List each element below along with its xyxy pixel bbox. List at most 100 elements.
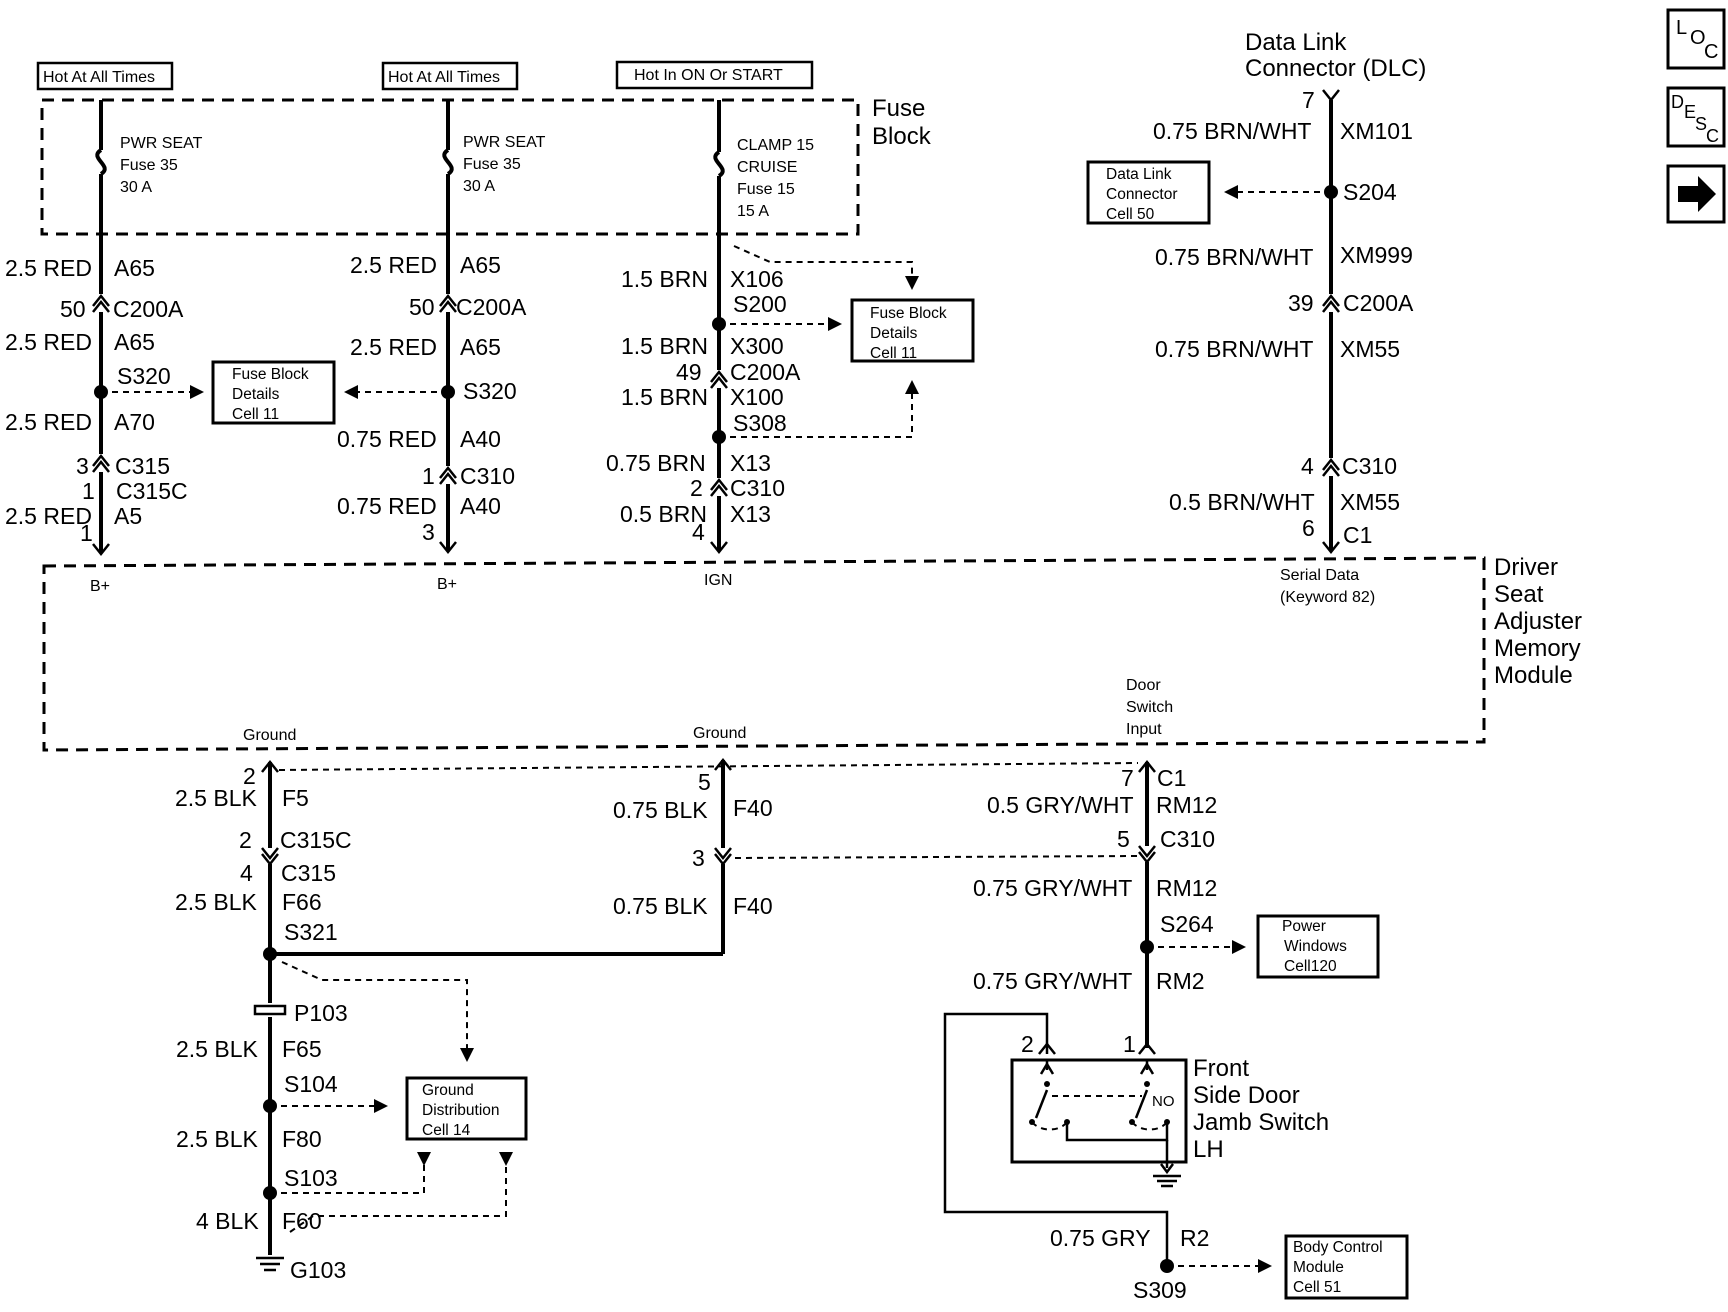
fuse-block-title: Block: [872, 123, 932, 150]
ref-body-control-module-cell51[interactable]: Body Control Module Cell 51: [1284, 1234, 1409, 1300]
circuit-column-2: [439, 100, 457, 555]
circuit-column-1: [92, 100, 110, 557]
svg-text:0.75 BLK: 0.75 BLK: [613, 797, 708, 823]
svg-text:Cell 50: Cell 50: [1106, 206, 1155, 223]
svg-text:Distribution: Distribution: [422, 1102, 500, 1119]
desc-button[interactable]: D E S C: [1666, 86, 1726, 148]
svg-text:2.5 RED: 2.5 RED: [350, 252, 437, 278]
col4-labels: 0.75 BRN/WHT XM101 S204 0.75 BRN/WHT XM9…: [1153, 118, 1414, 606]
svg-text:NO: NO: [1152, 1093, 1175, 1110]
svg-text:S: S: [1695, 114, 1707, 134]
svg-text:(Keyword 82): (Keyword 82): [1280, 589, 1375, 606]
svg-text:CRUISE: CRUISE: [737, 159, 797, 176]
svg-text:Cell 11: Cell 11: [232, 406, 279, 423]
ref-ground-distribution-cell14[interactable]: Ground Distribution Cell 14: [405, 1076, 528, 1141]
svg-text:4: 4: [240, 860, 253, 886]
col1-labels: 2.5 RED A65 50 C200A 2.5 RED A65 S320 2.…: [5, 255, 188, 595]
svg-text:2.5 RED: 2.5 RED: [5, 409, 92, 435]
svg-text:F80: F80: [282, 1126, 322, 1152]
svg-text:Fuse Block: Fuse Block: [232, 366, 309, 383]
svg-text:S200: S200: [733, 291, 787, 317]
fuse-15-label: CLAMP 15 CRUISE Fuse 15 15 A: [737, 137, 814, 220]
svg-text:A65: A65: [114, 255, 155, 281]
door-jamb-switch: NO: [1010, 1058, 1188, 1188]
ground-symbol: [1153, 1174, 1181, 1188]
svg-text:0.5 GRY/WHT: 0.5 GRY/WHT: [987, 792, 1134, 818]
svg-text:1: 1: [1123, 1031, 1136, 1057]
svg-text:C200A: C200A: [1343, 290, 1414, 316]
connector-symbol: [439, 293, 457, 313]
svg-text:S104: S104: [284, 1071, 338, 1097]
svg-text:X13: X13: [730, 501, 771, 527]
circuit-column-4: [1322, 89, 1340, 555]
fuse-block-outline: [40, 98, 860, 236]
svg-text:C200A: C200A: [113, 296, 184, 322]
svg-text:A70: A70: [114, 409, 155, 435]
svg-text:B+: B+: [90, 578, 110, 595]
svg-text:3: 3: [76, 453, 89, 479]
svg-text:PWR SEAT: PWR SEAT: [463, 134, 546, 151]
svg-text:X13: X13: [730, 450, 771, 476]
module-ground-label: Ground: [693, 725, 746, 742]
svg-text:0.75 RED: 0.75 RED: [337, 493, 437, 519]
svg-text:0.5 BRN/WHT: 0.5 BRN/WHT: [1169, 489, 1315, 515]
splice-dot: [1324, 185, 1338, 199]
svg-text:2: 2: [690, 475, 703, 501]
ground-circuit-2: [714, 757, 732, 954]
svg-text:2.5 BLK: 2.5 BLK: [175, 785, 257, 811]
svg-text:F66: F66: [282, 889, 322, 915]
ground1-labels: 2 2.5 BLK F5 2 C315C 4 C315 2.5 BLK F66 …: [175, 763, 352, 1283]
dlc-title: Data Link: [1245, 29, 1347, 56]
svg-text:Power: Power: [1282, 918, 1326, 935]
svg-text:2.5 RED: 2.5 RED: [350, 334, 437, 360]
svg-text:XM999: XM999: [1340, 242, 1413, 268]
loc-button[interactable]: L O C: [1666, 8, 1726, 70]
svg-text:39: 39: [1288, 290, 1314, 316]
svg-text:C310: C310: [1160, 826, 1215, 852]
ref-fuse-block-cell11-right[interactable]: Fuse Block Details Cell 11: [850, 298, 975, 363]
svg-text:LH: LH: [1193, 1136, 1224, 1163]
ref-dlc-cell50[interactable]: Data Link Connector Cell 50: [1086, 160, 1211, 225]
svg-text:C200A: C200A: [456, 294, 527, 320]
svg-text:Front: Front: [1193, 1055, 1249, 1082]
dlc-title: Connector (DLC): [1245, 55, 1426, 82]
svg-text:O: O: [1690, 27, 1706, 49]
svg-text:C1: C1: [1343, 522, 1372, 548]
svg-text:4 BLK: 4 BLK: [196, 1208, 259, 1234]
svg-text:C: C: [1704, 41, 1718, 63]
svg-text:Cell120: Cell120: [1284, 958, 1337, 975]
connector-symbol: [1138, 845, 1156, 865]
power-source-hot-ign: Hot In ON Or START: [615, 60, 814, 90]
svg-text:0.75 BRN/WHT: 0.75 BRN/WHT: [1155, 244, 1313, 270]
ground2-labels: 5 0.75 BLK F40 3 0.75 BLK F40: [613, 769, 773, 919]
svg-text:F40: F40: [733, 795, 773, 821]
svg-text:S320: S320: [463, 378, 517, 404]
ref-fuse-block-cell11-left[interactable]: Fuse Block Details Cell 11: [211, 360, 336, 425]
svg-text:F40: F40: [733, 893, 773, 919]
svg-text:C315: C315: [281, 860, 336, 886]
svg-text:Cell 14: Cell 14: [422, 1122, 471, 1139]
svg-text:A5: A5: [114, 503, 142, 529]
svg-text:4: 4: [692, 519, 705, 545]
ref-power-windows-cell120[interactable]: Power Windows Cell120: [1256, 914, 1380, 979]
svg-text:Body Control: Body Control: [1293, 1239, 1383, 1256]
fuse-block-title: Fuse: [872, 95, 925, 122]
connector-symbol: [710, 369, 728, 389]
svg-text:C310: C310: [730, 475, 785, 501]
svg-text:Cell 11: Cell 11: [870, 345, 917, 362]
svg-text:2.5 BLK: 2.5 BLK: [176, 1036, 258, 1062]
svg-text:C315C: C315C: [116, 478, 188, 504]
splice-dot: [712, 317, 726, 331]
ground-circuit-1: [253, 759, 723, 1272]
connector-symbol: [1322, 293, 1340, 313]
svg-text:49: 49: [676, 359, 702, 385]
next-page-button[interactable]: [1666, 164, 1726, 224]
svg-text:X100: X100: [730, 384, 784, 410]
connector-symbol: [714, 847, 732, 867]
svg-text:C: C: [1706, 126, 1719, 146]
connector-symbol: [710, 477, 728, 497]
memory-module-outline: [42, 556, 1486, 752]
svg-text:L: L: [1676, 17, 1687, 39]
door-switch-circuit: [943, 759, 1174, 1273]
svg-text:2: 2: [1021, 1031, 1034, 1057]
